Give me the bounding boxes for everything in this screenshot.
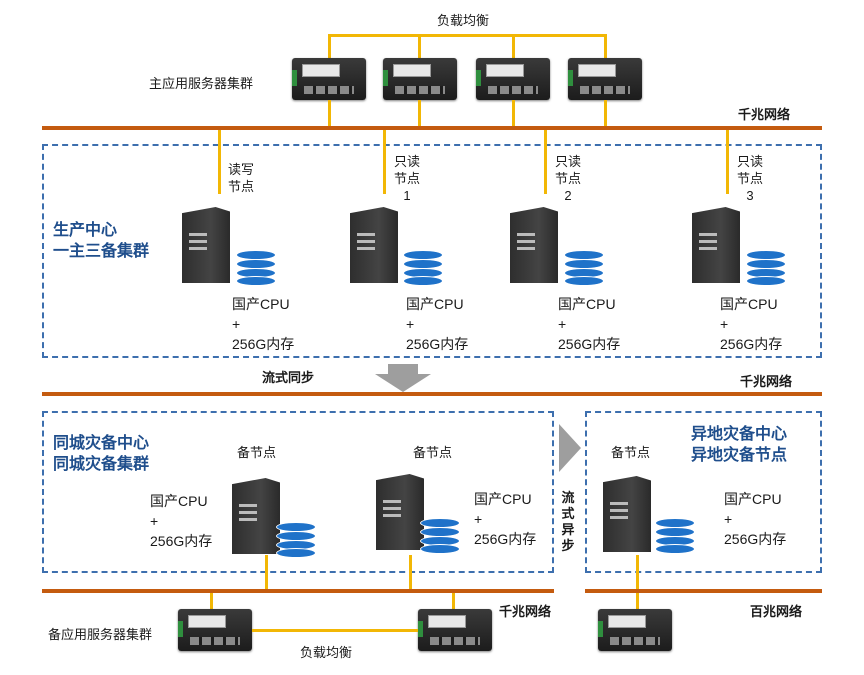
primary-switch-4: [568, 58, 642, 100]
remote-title-1: 异地灾备中心: [691, 426, 788, 443]
same-city-node-1-spec: 国产CPU + 256G内存: [474, 491, 537, 547]
primary-switch-3: [476, 58, 550, 100]
lb-drop-3: [512, 34, 515, 60]
same-city-link-0: [265, 555, 268, 589]
prod-node-0-label: 读写 节点: [227, 162, 254, 194]
backup-switch-3: [598, 609, 672, 651]
prod-link-1: [383, 130, 386, 194]
top-network-label: 千兆网络: [738, 107, 791, 122]
same-city-box: [42, 411, 554, 573]
backup-switch-2: [418, 609, 492, 651]
prod-link-2: [544, 130, 547, 194]
backup-drop-2: [452, 593, 455, 609]
prod-node-3-label: 只读 节点 3: [736, 154, 763, 203]
production-title-1: 生产中心: [53, 222, 118, 239]
server-icon: [603, 476, 659, 552]
prod-node-0-spec: 国产CPU + 256G内存: [232, 296, 295, 352]
prod-node-2-spec: 国产CPU + 256G内存: [558, 296, 621, 352]
primary-switch-2: [383, 58, 457, 100]
prod-node-3-spec: 国产CPU + 256G内存: [720, 296, 783, 352]
prod-node-1-spec: 国产CPU + 256G内存: [406, 296, 469, 352]
production-title-2: 一主三备集群: [53, 243, 150, 260]
remote-box: [585, 411, 822, 573]
switch-uplink-4: [604, 100, 607, 126]
prod-link-3: [726, 130, 729, 194]
remote-node-label: 备节点: [611, 445, 651, 460]
lb-drop-2: [418, 34, 421, 60]
remote-title-2: 异地灾备节点: [691, 447, 788, 464]
remote-link: [636, 555, 639, 589]
same-city-title-2: 同城灾备集群: [53, 456, 150, 473]
bottom-gigabit-bar: [42, 589, 554, 593]
database-icon: [655, 518, 695, 554]
prod-node-2-label: 只读 节点 2: [554, 154, 581, 203]
same-city-title-1: 同城灾备中心: [53, 435, 150, 452]
prod-node-1-label: 只读 节点 1: [393, 154, 420, 203]
same-city-node-0-label: 备节点: [237, 445, 277, 460]
server-icon: [182, 207, 238, 283]
remote-node-spec: 国产CPU + 256G内存: [724, 491, 787, 547]
bottom-load-balance-label: 负载均衡: [300, 645, 353, 660]
server-icon: [510, 207, 566, 283]
backup-cluster-label: 备应用服务器集群: [48, 627, 153, 642]
bottom-100m-label: 百兆网络: [750, 604, 803, 619]
stream-sync-label: 流式同步: [262, 370, 315, 385]
server-icon: [350, 207, 406, 283]
lb-drop-1: [328, 34, 331, 60]
bottom-100m-bar: [585, 589, 822, 593]
same-city-node-0-spec: 国产CPU + 256G内存: [150, 493, 213, 549]
switch-uplink-1: [328, 100, 331, 126]
database-icon: [403, 250, 443, 286]
database-icon: [276, 522, 316, 558]
server-icon: [376, 474, 432, 550]
top-network-bar: [42, 126, 822, 130]
switch-uplink-2: [418, 100, 421, 126]
same-city-link-1: [409, 555, 412, 589]
database-icon: [746, 250, 786, 286]
async-arrow-right-icon: [559, 424, 581, 472]
sync-arrow-down-icon: [375, 374, 431, 392]
switch-uplink-3: [512, 100, 515, 126]
mid-network-bar: [42, 392, 822, 396]
bottom-load-balance-link: [252, 629, 418, 632]
database-icon: [420, 518, 460, 554]
database-icon: [564, 250, 604, 286]
database-icon: [236, 250, 276, 286]
mid-network-label: 千兆网络: [740, 374, 793, 389]
server-icon: [232, 478, 288, 554]
backup-drop-1: [210, 593, 213, 609]
production-center-box: [42, 144, 822, 358]
bottom-gigabit-label: 千兆网络: [499, 604, 552, 619]
async-label: 流 式 异 步: [561, 490, 575, 553]
prod-link-0: [218, 130, 221, 194]
server-icon: [692, 207, 748, 283]
backup-switch-1: [178, 609, 252, 651]
backup-drop-3: [636, 593, 639, 609]
top-load-balance-link: [328, 34, 606, 37]
primary-cluster-label: 主应用服务器集群: [149, 76, 254, 91]
lb-drop-4: [604, 34, 607, 60]
sync-arrow-stem: [388, 364, 418, 374]
same-city-node-1-label: 备节点: [413, 445, 453, 460]
primary-switch-1: [292, 58, 366, 100]
top-load-balance-label: 负载均衡: [437, 13, 490, 28]
